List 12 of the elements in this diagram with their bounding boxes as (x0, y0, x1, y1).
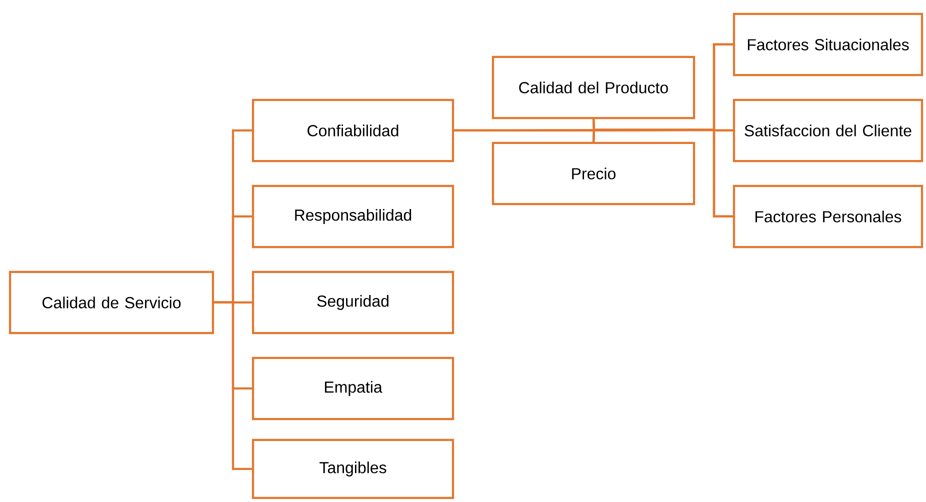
concept-box: Confiabilidad (252, 98, 454, 162)
concept-box: Responsabilidad (252, 184, 454, 248)
connector-line (214, 301, 252, 470)
concept-box: Empatia (252, 356, 454, 420)
concept-box: Factores Personales (732, 184, 924, 248)
concept-box: Seguridad (252, 270, 454, 334)
concept-box: Factores Situacionales (732, 12, 924, 76)
concept-box: Tangibles (252, 438, 454, 500)
concept-box: Calidad de Servicio (8, 270, 214, 334)
concept-box: Precio (492, 142, 696, 206)
concept-box: Satisfaccion del Cliente (732, 98, 924, 162)
concept-box: Calidad del Producto (492, 56, 696, 120)
